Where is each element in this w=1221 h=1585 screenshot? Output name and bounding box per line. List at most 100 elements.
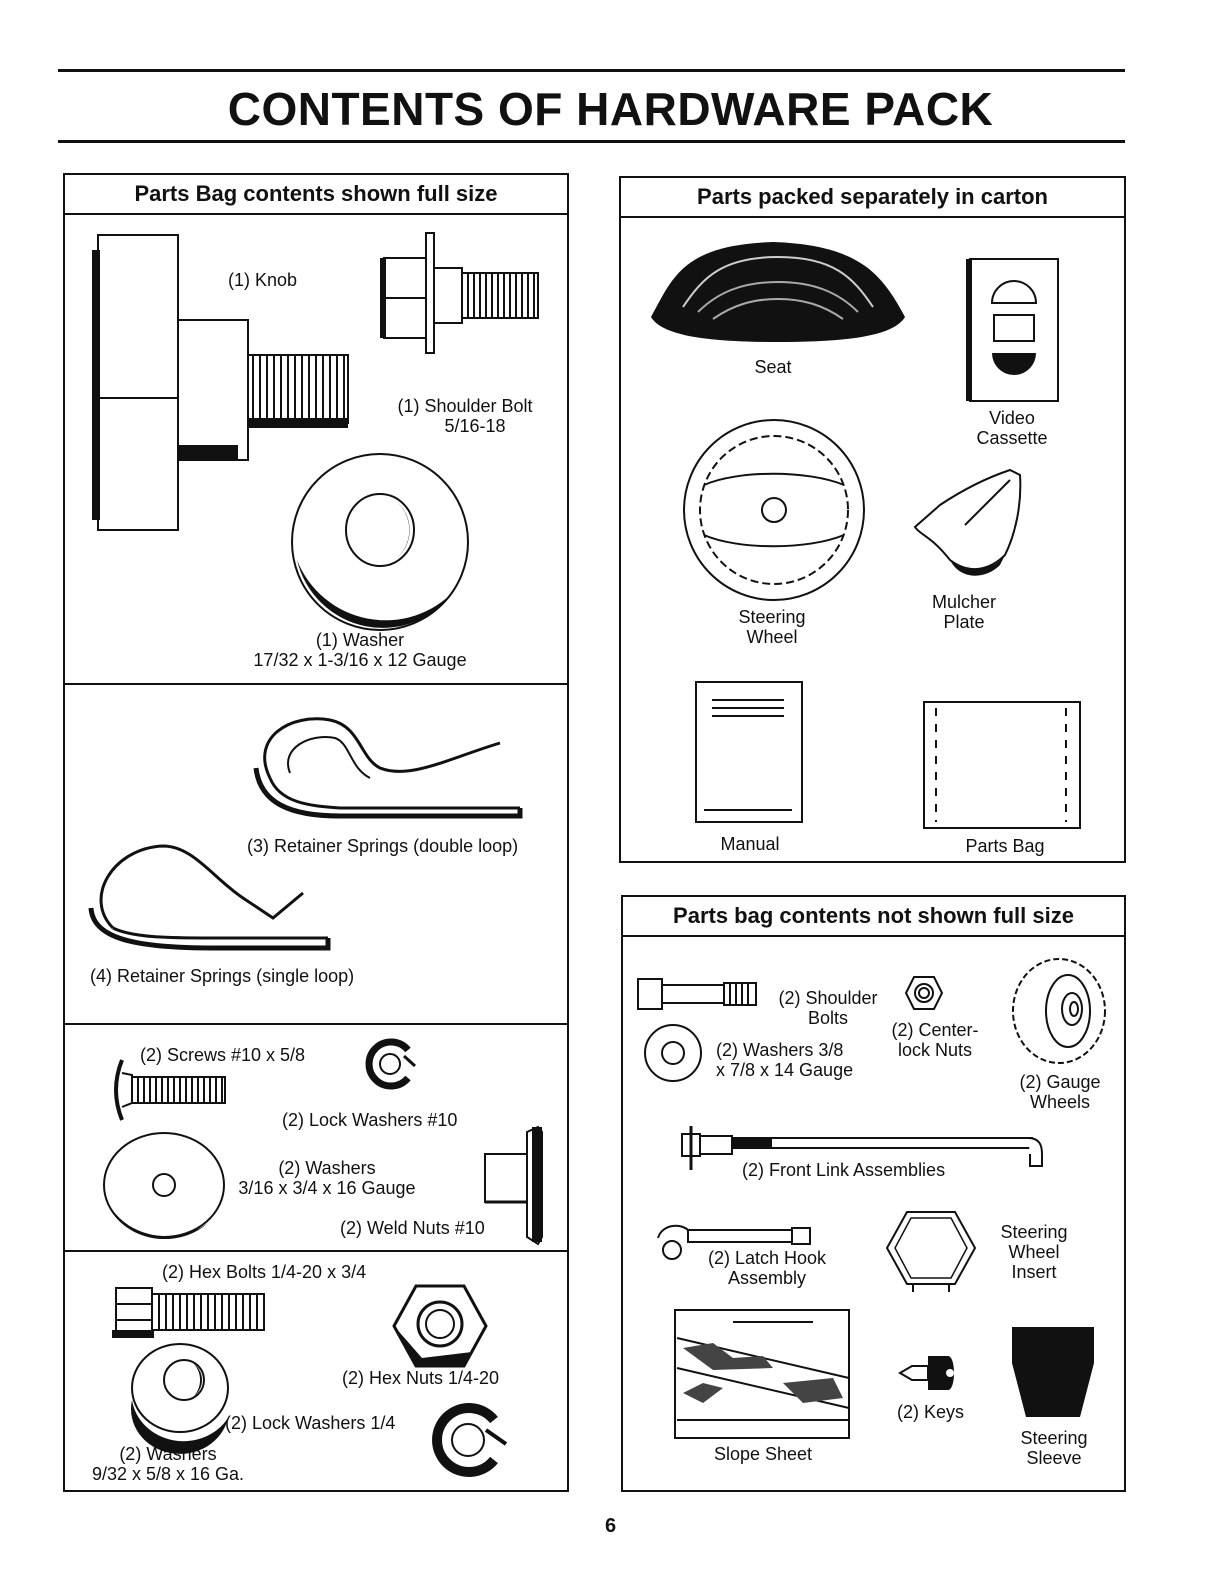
shoulder-bolt-icon [380,232,539,354]
manual-label: Manual [720,834,780,854]
page-title: CONTENTS OF HARDWARE PACK [227,83,994,135]
latch-hook-line-2: Assembly [727,1268,807,1288]
washer-label: (1) Washer 17/32 x 1-3/16 x 12 Gauge [230,630,490,670]
knob-label: (1) Knob [228,270,298,290]
shoulder-bolt-label: (1) Shoulder Bolt 5/16-18 [385,396,545,436]
steering-wheel-icon [683,419,865,601]
right-bottom-panel: Parts bag contents not shown full size [621,895,1126,1492]
steering-insert-line-1: Steering [1000,1222,1068,1242]
washer-line-2: 17/32 x 1-3/16 x 12 Gauge [253,650,467,670]
center-lock-nut-icon [904,976,944,1010]
screw-icon [114,1059,226,1121]
lock-washers-10-label: (2) Lock Washers #10 [282,1110,458,1130]
video-cassette-icon [966,258,1059,402]
steering-insert-line-2: Wheel [1008,1242,1060,1262]
gauge-wheel-icon [1012,958,1106,1064]
steering-sleeve-icon [1012,1327,1094,1417]
latch-hook-label: (2) Latch Hook Assembly [702,1248,832,1288]
shoulder-bolts-line-2: Bolts [807,1008,849,1028]
screws-label: (2) Screws #10 x 5/8 [140,1045,306,1065]
key-icon [898,1356,954,1390]
steering-insert-line-3: Insert [1011,1262,1057,1282]
small-washer-38-icon [644,1024,702,1082]
steering-sleeve-line-1: Steering [1020,1428,1088,1448]
single-loop-spring-icon [88,844,331,951]
washer-932-icon [131,1343,229,1454]
mulcher-plate-line-2: Plate [943,612,985,632]
washer-line-1: (1) Washer [315,630,405,650]
front-link-label: (2) Front Link Assemblies [742,1160,946,1180]
video-cassette-line-2: Cassette [976,428,1048,448]
steering-wheel-line-2: Wheel [746,627,798,647]
steering-wheel-label: Steering Wheel [722,607,822,647]
single-loop-spring-label: (4) Retainer Springs (single loop) [90,966,355,986]
steering-wheel-insert-icon [885,1211,977,1292]
latch-hook-line-1: (2) Latch Hook [707,1248,827,1268]
steering-wheel-line-1: Steering [738,607,806,627]
double-loop-spring-label: (3) Retainer Springs (double loop) [247,836,519,856]
left-divider-2 [65,1023,567,1025]
washers-38-label: (2) Washers 3/8 x 7/8 x 14 Gauge [716,1040,853,1080]
center-lock-nuts-line-1: (2) Center- [891,1020,979,1040]
shoulder-bolt-line-1: (1) Shoulder Bolt [397,396,533,416]
hex-nut-icon [392,1284,488,1368]
weld-nuts-label: (2) Weld Nuts #10 [340,1218,485,1238]
knob-icon [92,234,349,531]
title-underline [58,140,1125,143]
page-number: 6 [604,1515,617,1537]
small-shoulder-bolt-icon [637,978,757,1010]
washers-316-label: (2) Washers 3/16 x 3/4 x 16 Gauge [222,1158,432,1198]
lock-washer-10-icon [365,1038,417,1090]
seat-icon [651,242,905,342]
mulcher-plate-line-1: Mulcher [931,592,997,612]
washers-316-line-2: 3/16 x 3/4 x 16 Gauge [238,1178,416,1198]
shoulder-bolts-line-1: (2) Shoulder [778,988,878,1008]
left-panel-header: Parts Bag contents shown full size [65,175,567,215]
video-cassette-line-1: Video [989,408,1035,428]
left-divider-1 [65,683,567,685]
top-rule [58,69,1125,72]
washer-316-icon [103,1132,225,1240]
right-bottom-panel-header: Parts bag contents not shown full size [623,897,1124,937]
hex-bolts-label: (2) Hex Bolts 1/4-20 x 3/4 [162,1262,367,1282]
latch-hook-icon [657,1224,811,1260]
steering-sleeve-label: Steering Sleeve [1004,1428,1104,1468]
slope-sheet-label: Slope Sheet [713,1444,813,1464]
washer-icon [291,453,469,631]
shoulder-bolt-line-2: 5/16-18 [444,416,506,436]
right-top-panel: Parts packed separately in carton [619,176,1126,863]
steering-wheel-insert-label: Steering Wheel Insert [984,1222,1084,1282]
steering-sleeve-line-2: Sleeve [1026,1448,1082,1468]
mulcher-plate-label: Mulcher Plate [914,592,1014,632]
center-lock-nuts-line-2: lock Nuts [897,1040,973,1060]
weld-nut-icon [484,1125,543,1246]
left-divider-3 [65,1250,567,1252]
lock-washers-14-label: (2) Lock Washers 1/4 [225,1413,396,1433]
slope-sheet-icon [674,1309,850,1439]
parts-bag-label: Parts Bag [965,836,1045,856]
hex-nuts-label: (2) Hex Nuts 1/4-20 [342,1368,500,1388]
right-top-panel-header: Parts packed separately in carton [621,178,1124,218]
front-link-icon [681,1126,1043,1170]
washers-316-line-1: (2) Washers [278,1158,376,1178]
gauge-wheels-line-2: Wheels [1029,1092,1091,1112]
keys-label: (2) Keys [897,1402,965,1422]
gauge-wheels-line-1: (2) Gauge [1019,1072,1101,1092]
shoulder-bolts-label: (2) Shoulder Bolts [766,988,890,1028]
washers-38-line-1: (2) Washers 3/8 [716,1040,844,1060]
seat-label: Seat [754,357,792,377]
parts-bag-icon [923,701,1081,829]
left-panel: Parts Bag contents shown full size [63,173,569,1492]
washers-38-line-2: x 7/8 x 14 Gauge [716,1060,854,1080]
washers-932-line-2: 9/32 x 5/8 x 16 Ga. [91,1464,245,1484]
center-lock-nuts-label: (2) Center- lock Nuts [885,1020,985,1060]
video-cassette-label: Video Cassette [962,408,1062,448]
washers-932-line-1: (2) Washers [119,1444,217,1464]
hex-bolt-icon [112,1287,265,1338]
lock-washer-14-icon [432,1403,508,1477]
gauge-wheels-label: (2) Gauge Wheels [1010,1072,1110,1112]
manual-icon [695,681,803,823]
washers-932-label: (2) Washers 9/32 x 5/8 x 16 Ga. [88,1444,248,1484]
mulcher-plate-icon [913,468,1022,576]
double-loop-spring-icon [253,717,523,819]
